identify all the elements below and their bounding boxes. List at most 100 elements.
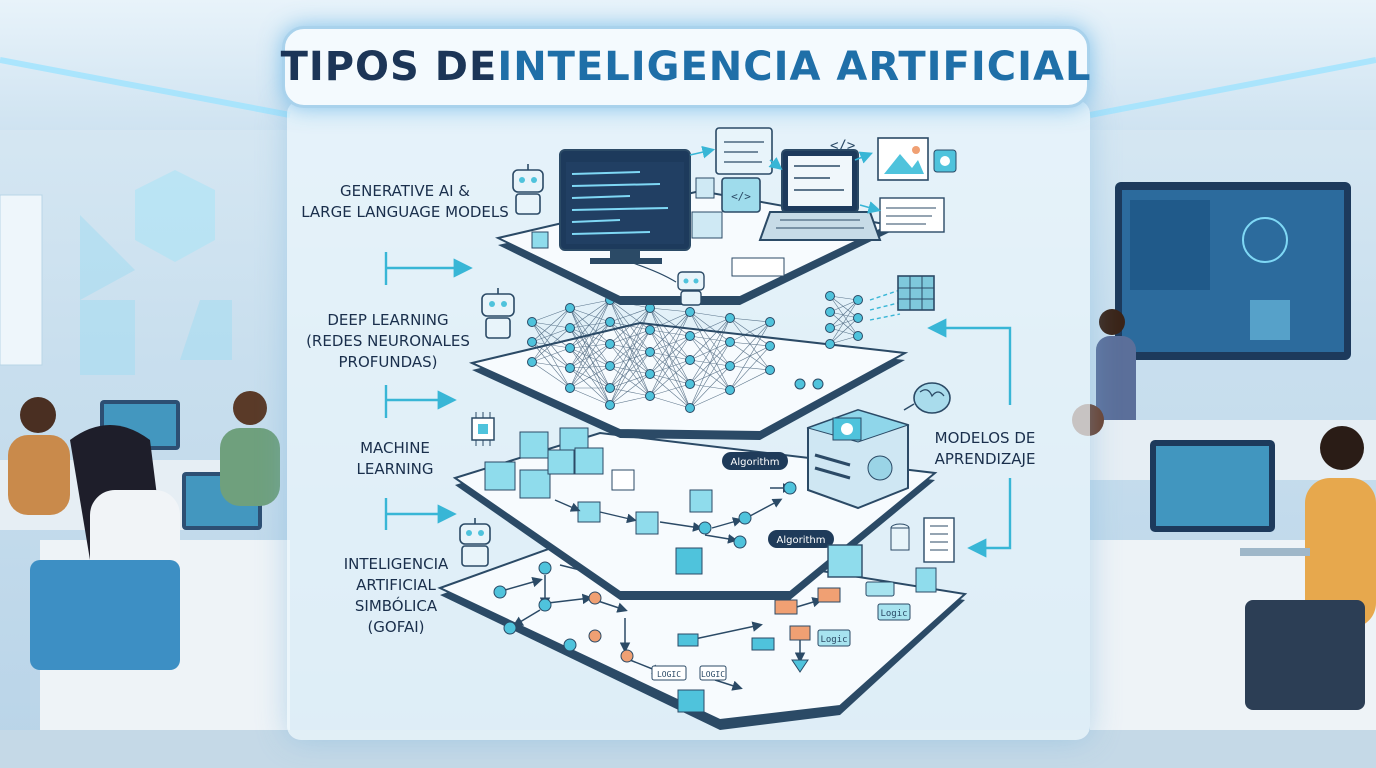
cube: [577, 501, 601, 523]
page-title: TIPOS DE INTELIGENCIA ARTIFICIAL: [280, 26, 1090, 108]
cube-output-icon: [897, 275, 935, 311]
nn-link: [649, 373, 691, 409]
student-body: [1305, 478, 1376, 628]
symbolic-nodes: [493, 561, 841, 713]
nn-node: [685, 307, 695, 317]
keyboard: [1240, 548, 1310, 556]
nn-link: [829, 299, 859, 313]
title-part-1: TIPOS DE: [280, 44, 498, 90]
student-head: [1320, 426, 1364, 470]
nn-link: [829, 295, 859, 319]
nn-link: [569, 343, 611, 369]
nn-node: [527, 357, 537, 367]
node-orange-box: [817, 587, 841, 603]
brain-icon: [903, 382, 951, 414]
nn-link: [569, 321, 611, 329]
nn-link: [569, 321, 611, 369]
nn-link: [531, 307, 571, 363]
learning-engine-icon: [806, 408, 910, 510]
nn-node: [565, 343, 575, 353]
nn-link: [531, 361, 571, 369]
algorithm-tag: [722, 452, 788, 470]
step-arrow: [384, 498, 452, 530]
nn-node: [645, 325, 655, 335]
nn-node: [565, 363, 575, 373]
nn-link: [829, 299, 859, 329]
robot-icon: [512, 164, 544, 215]
nn-link: [569, 299, 611, 349]
grid-icon: [611, 469, 635, 491]
nn-node: [605, 361, 615, 371]
nn-node: [685, 403, 695, 413]
nn-node: [725, 385, 735, 395]
nn-link: [649, 307, 691, 385]
nn-link: [649, 329, 691, 409]
stack-icon: [677, 689, 705, 713]
nn-link: [729, 317, 771, 323]
logic-tags: LOGIC LOGIC Logic Logic: [651, 581, 911, 681]
nn-link: [649, 329, 691, 361]
algorithm-tags: Algorithm Algorithm: [722, 452, 834, 548]
data-flow-lines: [869, 289, 903, 321]
chip-icon: [691, 211, 723, 239]
nn-node: [565, 303, 575, 313]
nn-link: [689, 365, 731, 409]
nn-link: [729, 321, 771, 391]
nn-link: [689, 317, 731, 361]
node-cyan: [783, 481, 797, 495]
nn-node: [765, 317, 775, 327]
nn-node: [825, 307, 835, 317]
nn-link: [649, 335, 691, 397]
node-cyan: [698, 521, 712, 535]
nn-node: [645, 369, 655, 379]
nn-node: [725, 313, 735, 323]
gear-icon: [867, 455, 893, 481]
node-cyan: [538, 598, 552, 612]
nn-link: [829, 311, 859, 337]
nn-link: [649, 311, 691, 353]
cube: [531, 231, 549, 249]
teacher-head: [1099, 309, 1125, 335]
nn-link: [689, 317, 731, 385]
nn-link: [649, 351, 691, 361]
node-cyan: [738, 511, 752, 525]
nn-node: [605, 383, 615, 393]
nn-node: [853, 313, 863, 323]
nn-link: [609, 307, 651, 345]
nn-link: [649, 335, 691, 353]
nn-link: [609, 307, 651, 367]
stack-icon: [827, 544, 863, 578]
logic-tag: [651, 665, 687, 681]
nn-link: [689, 389, 731, 409]
nn-link: [829, 299, 859, 345]
chip-icon: [471, 412, 495, 446]
nn-node: [527, 317, 537, 327]
step-arrow: [384, 385, 452, 418]
nn-link: [569, 347, 611, 367]
teacher-body: [1096, 336, 1136, 436]
nn-link: [569, 343, 611, 349]
nn-link: [729, 321, 771, 367]
nn-link: [689, 311, 731, 319]
layer-deep-learning: [468, 275, 935, 440]
nn-node: [527, 337, 537, 347]
node-cyan: [812, 378, 824, 390]
image-icon: [877, 137, 929, 181]
cube: [519, 431, 549, 459]
nn-link: [729, 321, 771, 343]
cube: [689, 489, 713, 513]
nn-link: [569, 299, 611, 389]
nn-link: [569, 299, 611, 329]
student-body: [8, 435, 70, 515]
nn-link: [531, 327, 571, 363]
nn-link: [569, 347, 611, 406]
nn-node: [565, 323, 575, 333]
feedback-arrow-up: [927, 318, 1012, 405]
nn-link: [569, 307, 611, 345]
node-orange: [588, 629, 602, 643]
student-body: [220, 428, 280, 506]
cube: [547, 449, 575, 475]
nn-node: [725, 361, 735, 371]
nn-link: [609, 307, 651, 389]
gear-icon: [841, 423, 853, 435]
